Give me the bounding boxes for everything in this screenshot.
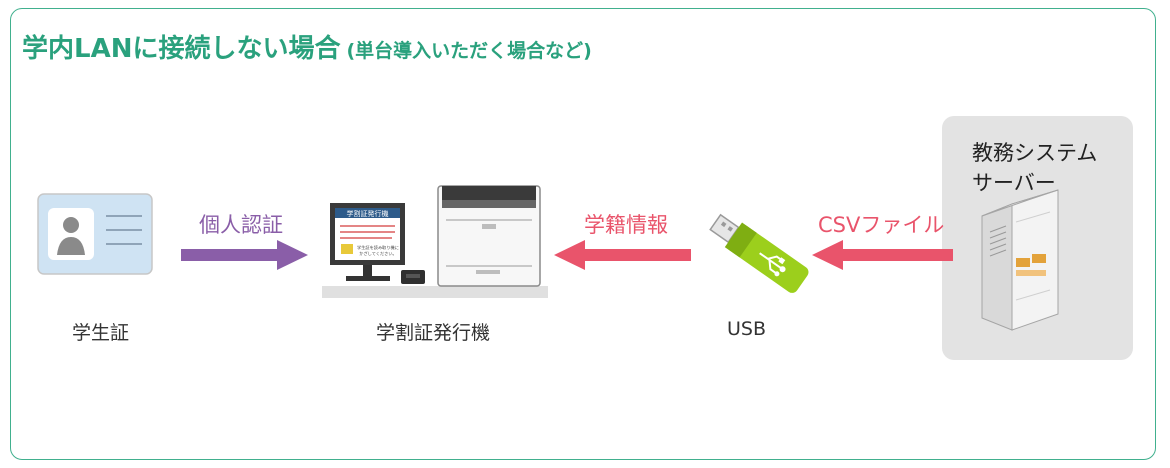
student-card-label: 学生証 — [72, 322, 130, 344]
title-main: 学内LANに接続しない場合 — [22, 34, 341, 64]
server-label: 教務システム サーバー — [972, 138, 1097, 198]
issuer-label: 学割証発行機 — [376, 322, 491, 344]
diagram-frame — [10, 8, 1156, 460]
arrow-student-info — [554, 240, 691, 270]
csv-edge-label: CSVファイル — [818, 213, 945, 237]
student-card-icon — [37, 193, 153, 275]
usb-icon — [709, 213, 809, 293]
issuer-machine-icon: 学割証発行機 学生証を読み取り機に かざしてください。 — [322, 185, 548, 298]
student-info-edge-label: 学籍情報 — [584, 213, 668, 237]
server-label-line2: サーバー — [972, 171, 1056, 195]
auth-edge-label: 個人認証 — [199, 213, 283, 237]
arrow-csv — [812, 240, 953, 270]
screen-footer-1: 学生証を読み取り機に — [357, 244, 399, 251]
usb-label: USB — [727, 318, 767, 340]
screen-title: 学割証発行機 — [347, 209, 389, 218]
server-label-line1: 教務システム — [972, 141, 1098, 165]
server-icon — [981, 189, 1059, 331]
arrow-auth — [181, 240, 308, 270]
page-title: 学内LANに接続しない場合(単台導入いただく場合など) — [22, 28, 592, 65]
title-sub: (単台導入いただく場合など) — [346, 40, 592, 62]
screen-footer-2: かざしてください。 — [359, 250, 396, 257]
